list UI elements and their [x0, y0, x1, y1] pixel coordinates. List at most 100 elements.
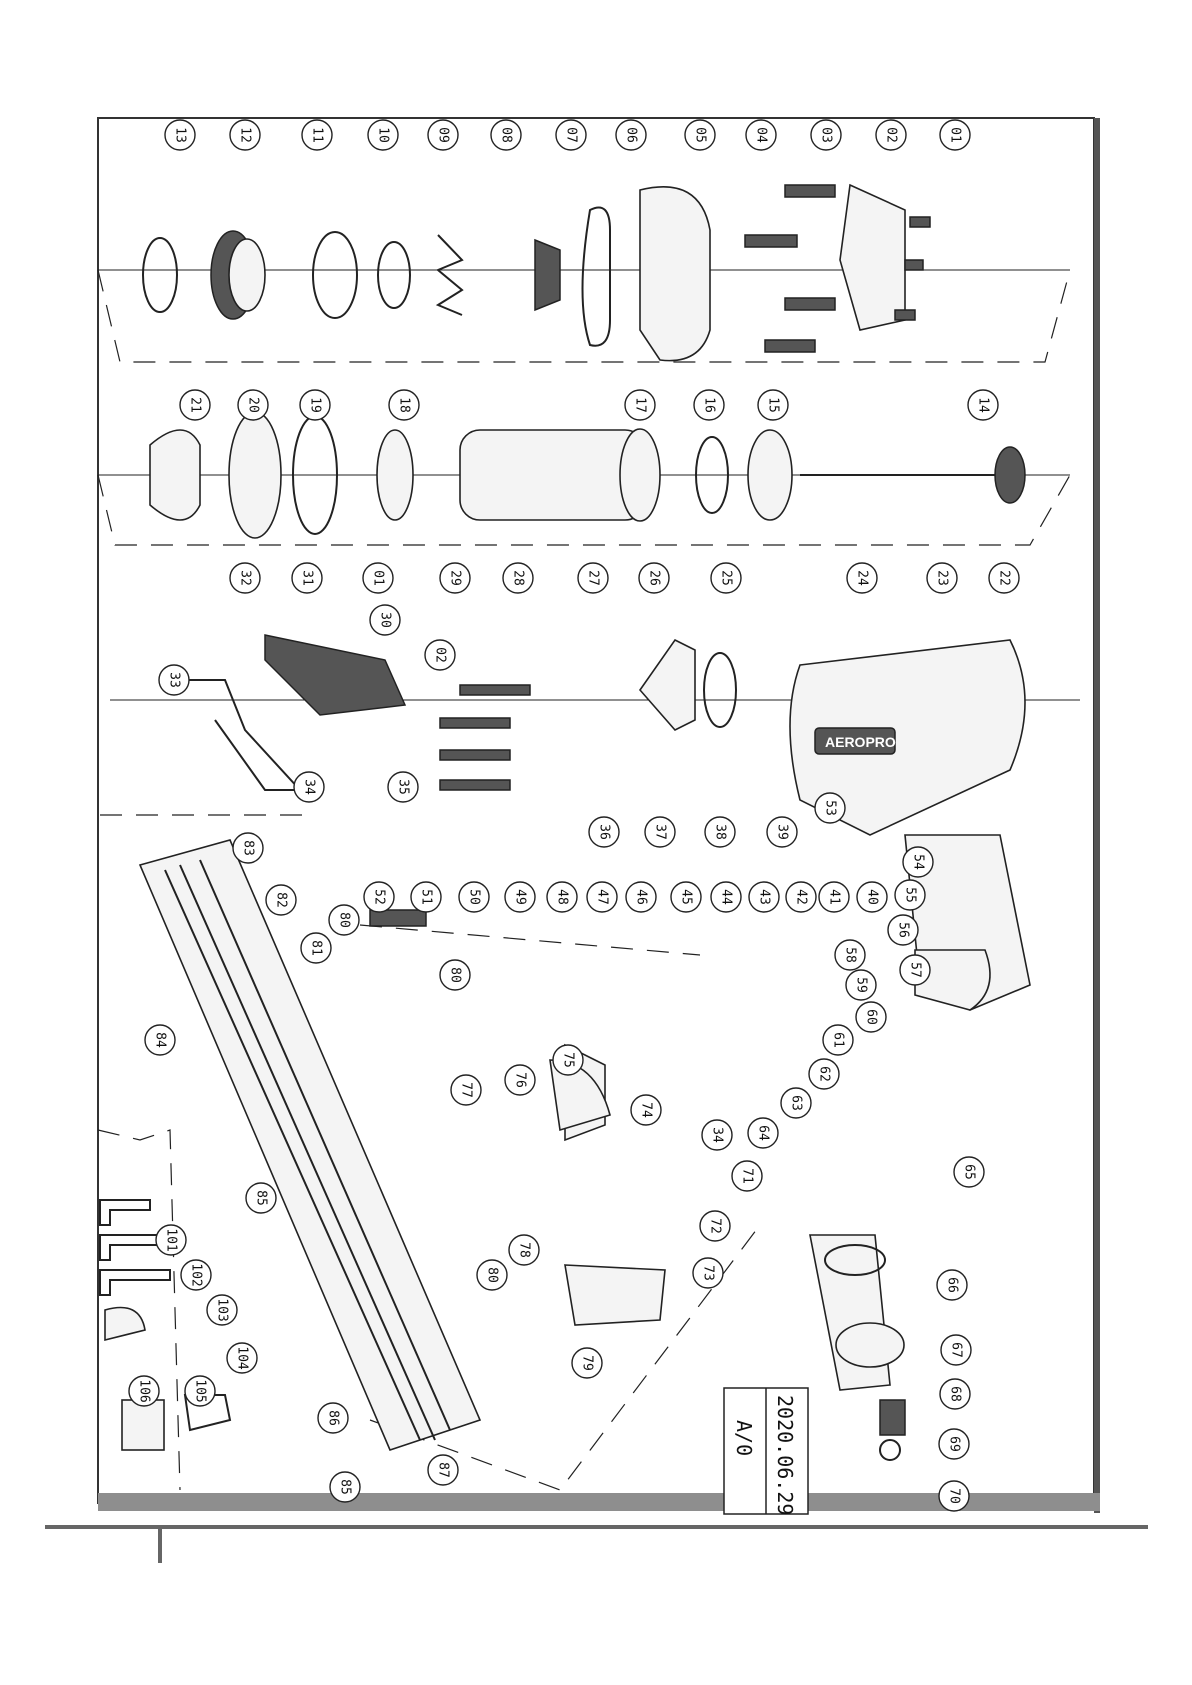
callout-c51: 51	[410, 881, 442, 913]
drawing-date: 2020.06.29	[773, 1395, 797, 1515]
callout-circle	[363, 881, 395, 913]
row3-parts: AEROPRO	[160, 634, 1031, 1011]
callout-c74: 74	[630, 1094, 662, 1126]
callout-c85b: 85	[329, 1471, 361, 1503]
callout-c61: 61	[822, 1024, 854, 1056]
callout-number: 37	[653, 824, 668, 840]
callout-circle	[926, 562, 958, 594]
callout-number: 28	[511, 570, 526, 586]
callout-circle	[439, 562, 471, 594]
callout-circle	[624, 389, 656, 421]
callout-c62: 62	[808, 1058, 840, 1090]
callout-c01b: 01	[362, 562, 394, 594]
callout-c50: 50	[458, 881, 490, 913]
callout-circle	[856, 881, 888, 913]
callout-number: 36	[597, 824, 612, 840]
callout-c76: 76	[504, 1064, 536, 1096]
callout-c56: 56	[887, 914, 919, 946]
callout-circle	[180, 1259, 212, 1291]
callout-number: 86	[326, 1410, 341, 1426]
callout-c46: 46	[625, 881, 657, 913]
callout-circle	[508, 1234, 540, 1266]
callout-circle	[855, 1001, 887, 1033]
callout-circle	[785, 881, 817, 913]
callout-number: 58	[843, 947, 858, 963]
callout-circle	[845, 969, 877, 1001]
callout-circle	[766, 816, 798, 848]
callout-circle	[834, 939, 866, 971]
border-shadow-right	[1094, 118, 1100, 1513]
callout-c60: 60	[855, 1001, 887, 1033]
callout-number: 51	[419, 889, 434, 905]
callout-number: 25	[719, 570, 734, 586]
callout-number: 46	[634, 889, 649, 905]
callout-circle	[367, 119, 399, 151]
callout-circle	[731, 1160, 763, 1192]
callout-circle	[128, 1375, 160, 1407]
callout-c22: 22	[988, 562, 1020, 594]
callout-circle	[424, 639, 456, 671]
callout-number: 18	[397, 397, 412, 413]
callout-circle	[701, 1119, 733, 1151]
callout-c39: 39	[766, 816, 798, 848]
callout-c73: 73	[692, 1257, 724, 1289]
callout-number: 70	[947, 1488, 962, 1504]
callout-c44: 44	[710, 881, 742, 913]
callout-circle	[814, 792, 846, 824]
callout-circle	[938, 1480, 970, 1512]
callout-c02: 02	[875, 119, 907, 151]
callout-circle	[265, 884, 297, 916]
callout-circle	[638, 562, 670, 594]
callout-c85a: 85	[245, 1182, 277, 1214]
callout-circle	[144, 1024, 176, 1056]
callout-c07: 07	[555, 119, 587, 151]
callout-c30: 30	[369, 604, 401, 636]
callout-circle	[164, 119, 196, 151]
callout-number: 17	[633, 397, 648, 413]
callout-c70: 70	[938, 1480, 970, 1512]
callout-circle	[953, 1156, 985, 1188]
callout-c41: 41	[818, 881, 850, 913]
callout-number: 56	[896, 922, 911, 938]
callout-c32: 32	[229, 562, 261, 594]
callout-c87: 87	[427, 1454, 459, 1486]
callout-c104: 104	[226, 1342, 258, 1374]
callout-circle	[458, 881, 490, 913]
callout-number: 13	[173, 127, 188, 143]
callout-number: 45	[679, 889, 694, 905]
callout-c19: 19	[299, 389, 331, 421]
drawing-revision: A/0	[732, 1420, 756, 1456]
callout-number: 85	[254, 1190, 269, 1206]
callout-c83: 83	[232, 832, 264, 864]
callout-circle	[745, 119, 777, 151]
callout-number: 19	[308, 397, 323, 413]
callout-c82: 82	[265, 884, 297, 916]
callout-number: 31	[300, 570, 315, 586]
callout-circle	[450, 1074, 482, 1106]
callout-number: 102	[189, 1263, 204, 1286]
callout-number: 50	[467, 889, 482, 905]
callout-c78: 78	[508, 1234, 540, 1266]
callout-circle	[232, 832, 264, 864]
callout-number: 48	[555, 889, 570, 905]
callout-c52: 52	[363, 881, 395, 913]
callout-circle	[158, 664, 190, 696]
callout-number: 66	[945, 1277, 960, 1293]
callout-c31: 31	[291, 562, 323, 594]
callout-circle	[552, 1044, 584, 1076]
callout-c36: 36	[588, 816, 620, 848]
row4-parts	[138, 839, 906, 1461]
callout-number: 30	[378, 612, 393, 628]
callout-number: 61	[831, 1032, 846, 1048]
callout-number: 80	[448, 967, 463, 983]
callout-number: 101	[164, 1228, 179, 1251]
callout-number: 87	[436, 1462, 451, 1478]
callout-circle	[369, 604, 401, 636]
callout-circle	[846, 562, 878, 594]
callout-number: 74	[639, 1102, 654, 1118]
callout-c106: 106	[128, 1375, 160, 1407]
callout-number: 21	[188, 397, 203, 413]
callout-c102: 102	[180, 1259, 212, 1291]
